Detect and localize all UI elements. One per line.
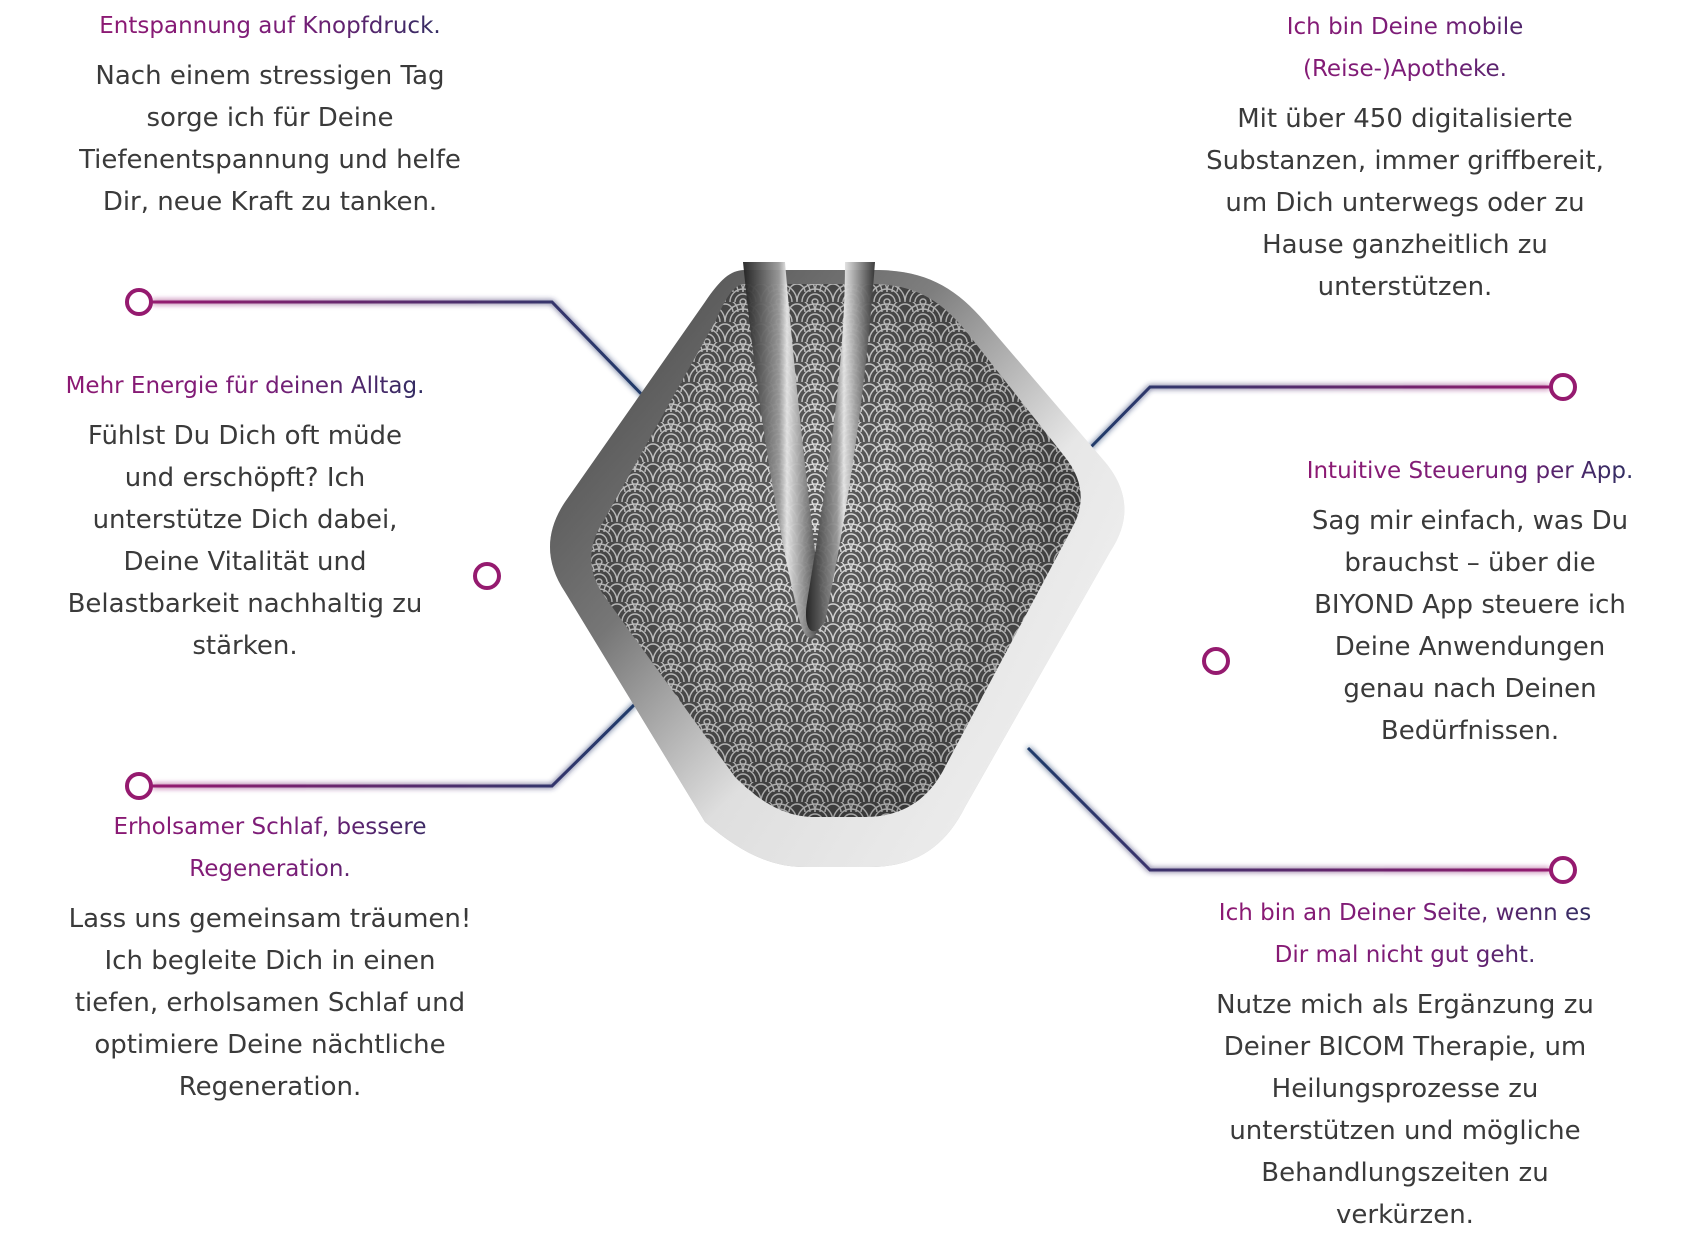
feature-heading: Ich bin Deine mobile (Reise-)Apotheke. xyxy=(1190,6,1620,90)
feature-body: Lass uns gemeinsam träumen! Ich begleite… xyxy=(68,904,472,1102)
feature-body: Nutze mich als Ergänzung zu Deiner BICOM… xyxy=(1216,990,1594,1230)
connector-dot-icon xyxy=(125,772,153,800)
feature-energie: Mehr Energie für deinen Alltag. Fühlst D… xyxy=(40,365,450,667)
feature-heading: Entspannung auf Knopfdruck. xyxy=(70,5,470,47)
feature-schlaf: Erholsamer Schlaf, bessere Regeneration.… xyxy=(60,806,480,1108)
feature-heading: Ich bin an Deiner Seite, wenn es Dir mal… xyxy=(1190,892,1620,976)
connector-apotheke xyxy=(1086,373,1577,452)
connector-schlaf xyxy=(125,701,638,800)
connector-dot-icon xyxy=(125,288,153,316)
connector-dot-icon xyxy=(1202,647,1230,675)
connector-seite xyxy=(1026,746,1577,884)
feature-app: Intuitive Steuerung per App. Sag mir ein… xyxy=(1290,450,1650,752)
feature-body: Sag mir einfach, was Du brauchst – über … xyxy=(1311,506,1629,746)
connector-entspannung xyxy=(125,288,652,405)
feature-body: Mit über 450 digitalisierte Substanzen, … xyxy=(1206,104,1604,302)
connector-app xyxy=(1100,647,1230,675)
feature-heading: Erholsamer Schlaf, bessere Regeneration. xyxy=(60,806,480,890)
device-image xyxy=(550,262,1125,867)
feature-entspannung: Entspannung auf Knopfdruck. Nach einem s… xyxy=(70,5,470,223)
connector-dot-icon xyxy=(1549,373,1577,401)
connector-dot-icon xyxy=(1549,856,1577,884)
connector-dot-icon xyxy=(473,562,501,590)
feature-body: Fühlst Du Dich oft müde und erschöpft? I… xyxy=(67,421,423,661)
connector-energie xyxy=(473,562,560,590)
feature-body: Nach einem stressigen Tag sorge ich für … xyxy=(79,61,461,217)
feature-apotheke: Ich bin Deine mobile (Reise-)Apotheke. M… xyxy=(1190,6,1620,308)
feature-heading: Intuitive Steuerung per App. xyxy=(1290,450,1650,492)
feature-seite: Ich bin an Deiner Seite, wenn es Dir mal… xyxy=(1190,892,1620,1236)
feature-heading: Mehr Energie für deinen Alltag. xyxy=(40,365,450,407)
